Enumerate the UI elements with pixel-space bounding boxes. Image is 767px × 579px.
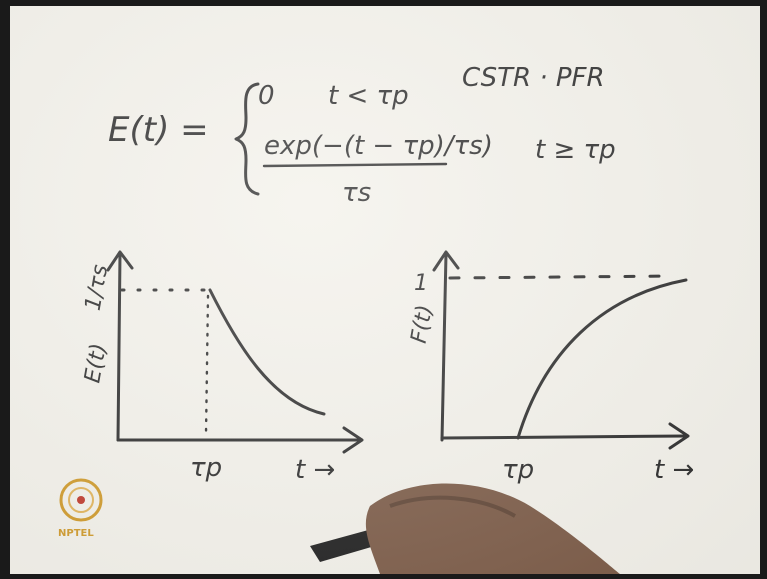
left-y-arrowhead (106, 250, 134, 272)
logo-inner-ring-icon (68, 487, 94, 513)
case2-condition: t ≥ τp (535, 135, 616, 165)
right-y-axis-label: F(t) (407, 303, 438, 345)
logo-center-icon (77, 496, 85, 504)
plot-left: E(t) 1/τs τp t → (80, 250, 364, 485)
right-y-arrowhead (432, 250, 460, 272)
curly-brace (234, 82, 260, 196)
left-y-axis-label: E(t) (80, 341, 112, 384)
left-decay-curve (208, 288, 326, 416)
case2-denominator: τs (342, 178, 371, 208)
hand-knuckle-shade (389, 495, 516, 518)
formula-lhs: E(t) = (108, 110, 209, 150)
reactor-label: CSTR · PFR (462, 63, 605, 93)
left-y-tick-label: 1/τs (81, 263, 114, 313)
left-x-arrowhead (342, 426, 364, 454)
right-x-axis-label: t → (654, 455, 694, 485)
whiteboard: E(t) = 0 t < τp CSTR · PFR exp(−(t − τp)… (10, 6, 760, 574)
logo-text: NPTEL (58, 528, 94, 539)
case2-numerator: exp(−(t − τp)/τs) (264, 131, 493, 161)
case1-condition: t < τp (328, 81, 409, 111)
right-x-tick-label: τp (502, 455, 534, 485)
fraction-bar (262, 162, 448, 168)
right-y-axis (440, 252, 448, 442)
left-x-tick-label: τp (190, 453, 222, 483)
hand-icon (365, 483, 620, 574)
left-tau-p-dotted-line (204, 294, 210, 436)
logo-ring-icon (59, 478, 103, 522)
right-asymptote-dashed-line (448, 274, 676, 280)
right-x-arrowhead (668, 422, 690, 450)
left-x-axis-label: t → (295, 455, 335, 485)
right-x-axis (440, 434, 688, 440)
hand-with-marker (310, 483, 620, 574)
plot-right: F(t) 1 τp t → (407, 250, 694, 485)
left-y-axis (116, 252, 122, 442)
right-rising-curve (516, 278, 688, 440)
nptel-logo: NPTEL (58, 478, 103, 539)
case1-value: 0 (258, 81, 275, 111)
right-y-tick-label: 1 (414, 271, 428, 296)
board-drawing: E(t) = 0 t < τp CSTR · PFR exp(−(t − τp)… (58, 63, 694, 574)
